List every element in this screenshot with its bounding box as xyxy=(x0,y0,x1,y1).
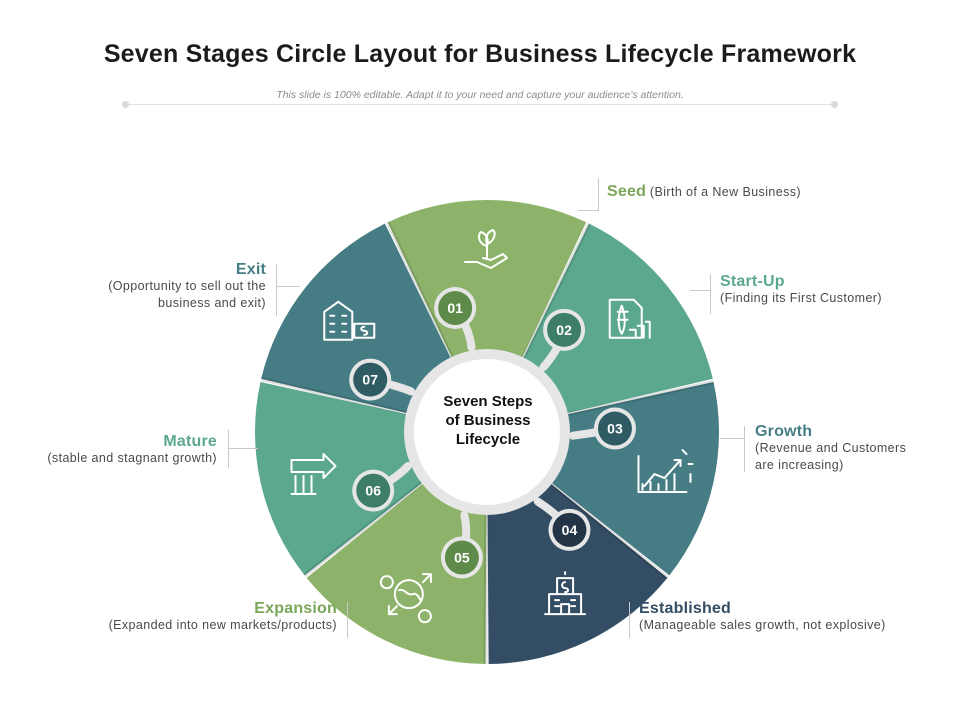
expansion-connector xyxy=(347,602,348,638)
subtitle-divider xyxy=(126,104,834,105)
bank-building-icon xyxy=(544,571,587,616)
stage-badge-05 xyxy=(444,540,479,575)
stage-number-05: 05 xyxy=(454,550,470,566)
divider-dot-right xyxy=(831,101,838,108)
seed-connector-h xyxy=(578,210,599,211)
growth-connector xyxy=(744,426,745,472)
stage-name: Expansion xyxy=(254,600,337,617)
center-line-3: Lifecycle xyxy=(455,431,521,448)
stage-number-01: 01 xyxy=(447,300,463,316)
stage-number-04: 04 xyxy=(562,522,578,538)
stage-badge-06 xyxy=(356,473,391,508)
stage-label-mature: Mature (stable and stagnant growth) xyxy=(10,433,217,467)
stage-label-seed: Seed (Birth of a New Business) xyxy=(607,183,801,201)
stage-desc-2: business and exit) xyxy=(158,296,266,310)
stage-badge-02 xyxy=(547,312,582,347)
center-label: Seven Steps of Business Lifecycle xyxy=(418,392,558,449)
stage-desc: (Finding its First Customer) xyxy=(720,291,882,305)
wedge-shadow-06 xyxy=(303,481,424,577)
subtitle: This slide is 100% editable. Adapt it to… xyxy=(276,89,684,101)
wedge-shadow-03 xyxy=(566,380,714,417)
center-disc xyxy=(414,359,560,505)
wedge-shadow-02 xyxy=(521,222,591,360)
mature-connector-h xyxy=(228,448,258,449)
stage-wedge-01 xyxy=(387,199,587,367)
bank-building-icon-path xyxy=(544,571,587,616)
wedge-shadow-07 xyxy=(260,376,408,416)
mature-connector xyxy=(228,430,229,468)
wedge-shadow-05 xyxy=(483,513,489,665)
stage-desc-1: (Opportunity to sell out the xyxy=(108,279,266,293)
wedge-shadow-04 xyxy=(549,482,669,580)
stage-name: Growth xyxy=(755,423,813,440)
wedge-shadow-01 xyxy=(385,221,454,359)
globe-money-icon xyxy=(379,573,432,624)
stage-badge-04 xyxy=(552,512,587,547)
seed-connector xyxy=(598,178,599,210)
stage-name: Exit xyxy=(235,261,266,278)
stage-wedge-02 xyxy=(518,223,713,416)
plant-in-hand-icon xyxy=(464,229,508,269)
growth-chart-icon-path xyxy=(637,449,694,494)
stage-wedge-06 xyxy=(255,381,431,576)
building-money-icon-path xyxy=(323,300,376,341)
growth-chart-icon xyxy=(637,449,694,494)
stage-desc: (Manageable sales growth, not explosive) xyxy=(639,618,886,632)
stage-label-exit: Exit (Opportunity to sell out the busine… xyxy=(40,261,266,312)
stage-badge-01 xyxy=(438,291,473,326)
stage-label-startup: Start-Up (Finding its First Customer) xyxy=(720,273,882,307)
stage-name: Seed xyxy=(607,183,647,200)
plant-in-hand-icon-path xyxy=(464,229,508,269)
pillar-arrow-icon-path xyxy=(290,453,337,496)
stage-wedge-05 xyxy=(306,477,487,664)
stage-number-07: 07 xyxy=(362,372,378,388)
startup-connector-h xyxy=(690,290,710,291)
stage-name: Established xyxy=(639,600,732,617)
center-line-1: Seven Steps xyxy=(443,393,533,410)
stage-desc-1: (Revenue and Customers xyxy=(755,441,907,455)
stage-number-06: 06 xyxy=(365,483,381,499)
stage-wedge-04 xyxy=(487,477,668,664)
stage-badge-03 xyxy=(597,411,632,446)
building-money-icon xyxy=(323,300,376,341)
stage-desc: (stable and stagnant growth) xyxy=(47,451,217,465)
startup-connector xyxy=(710,274,711,314)
exit-connector xyxy=(276,264,277,316)
stage-desc-2: are increasing) xyxy=(755,458,844,472)
divider-dot-left xyxy=(122,101,129,108)
rocket-document-icon-path xyxy=(608,298,651,339)
growth-connector-h xyxy=(720,438,744,439)
stage-name: Mature xyxy=(163,433,217,450)
stage-number-02: 02 xyxy=(556,322,572,338)
stage-badge-07 xyxy=(353,362,388,397)
page-title: Seven Stages Circle Layout for Business … xyxy=(103,40,857,68)
stage-desc: (Birth of a New Business) xyxy=(649,185,801,199)
pillar-arrow-icon xyxy=(290,453,337,496)
established-connector xyxy=(629,602,630,638)
stage-label-established: Established (Manageable sales growth, no… xyxy=(639,600,886,634)
rocket-document-icon xyxy=(608,298,651,339)
stage-name: Start-Up xyxy=(720,273,785,290)
stage-label-expansion: Expansion (Expanded into new markets/pro… xyxy=(40,600,337,634)
stage-number-03: 03 xyxy=(607,421,623,437)
exit-connector-h xyxy=(276,286,300,287)
stage-wedge-07 xyxy=(261,223,456,416)
stage-label-growth: Growth (Revenue and Customers are increa… xyxy=(755,423,906,474)
globe-money-icon-path xyxy=(379,573,432,624)
center-line-2: of Business xyxy=(445,412,531,429)
stage-desc: (Expanded into new markets/products) xyxy=(108,618,337,632)
